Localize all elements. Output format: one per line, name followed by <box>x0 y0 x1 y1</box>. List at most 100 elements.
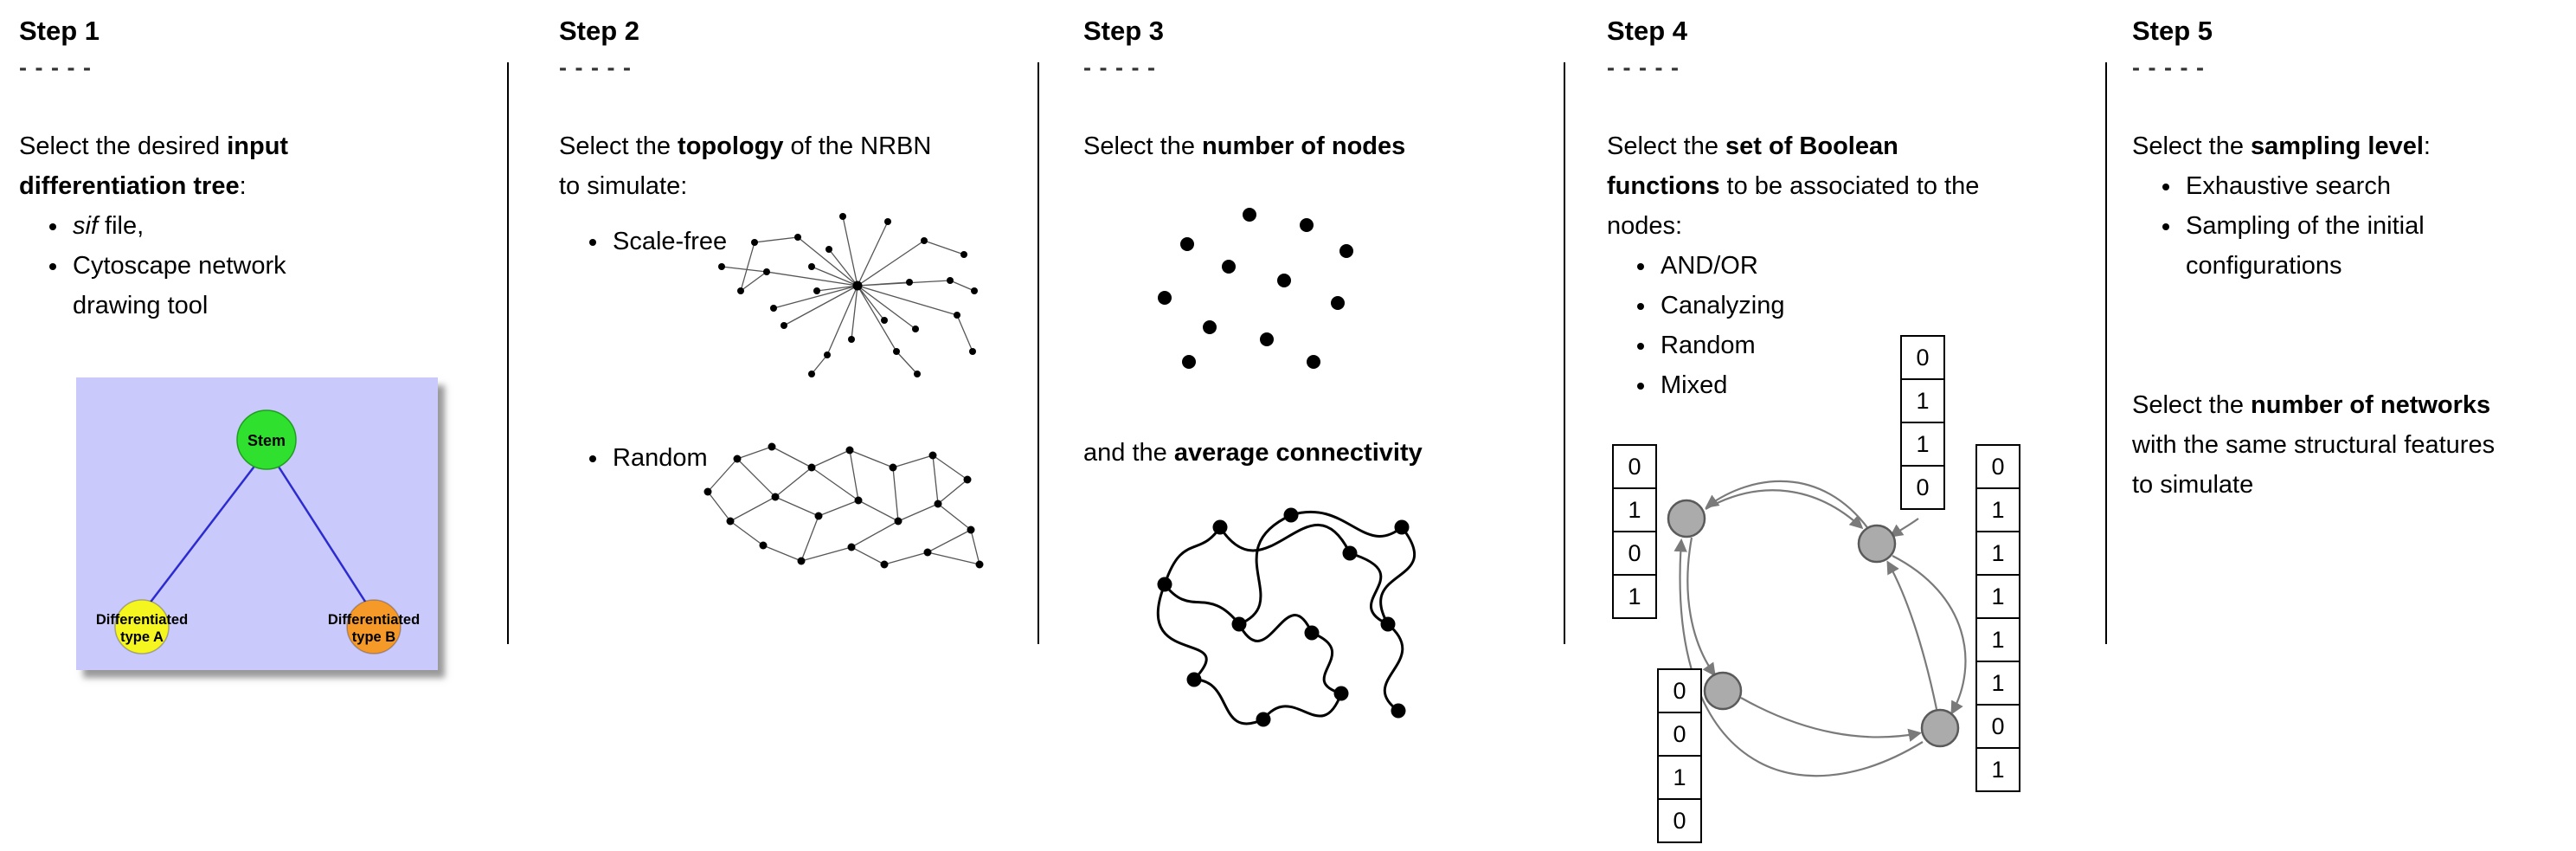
step4-instruction-pre: Select the <box>1607 132 1726 160</box>
step5-networks-post: with the same structural features to sim… <box>2132 431 2496 499</box>
step4-instruction: Select the set of Boolean functions to b… <box>1607 126 1995 246</box>
boolean-network-graphic: 0 1 1 0 0 1 0 1 0 0 1 0 0 1 1 1 <box>1605 335 2038 851</box>
step1-instruction-post: : <box>239 172 247 200</box>
step1-options-list: sif file, Cytoscape network drawing tool <box>19 206 376 326</box>
gene-node-4 <box>1920 708 1960 748</box>
step1-instruction-bold: input differentiation tree <box>19 132 289 200</box>
step4-dashes: - - - - - <box>1607 55 1680 81</box>
scattered-nodes <box>1158 208 1353 369</box>
step4-column: Step 4 - - - - - Select the set of Boole… <box>1607 16 2100 843</box>
step2-scale-free-bullet: Scale-free <box>559 222 727 261</box>
scattered-nodes-graphic <box>1158 208 1353 369</box>
scale-free-nodes <box>718 213 978 377</box>
step2-instruction-pre: Select the <box>559 132 678 160</box>
truth-table-cell: 1 <box>1900 422 1945 467</box>
step5-sampling-list: Exhaustive search Sampling of the initia… <box>2132 166 2515 286</box>
column-divider-2 <box>1037 62 1039 644</box>
truth-table-top: 0 1 1 0 <box>1900 335 1945 510</box>
differentiated-type-b-node <box>346 599 401 654</box>
boolean-network-svg <box>1667 480 1967 777</box>
step4-instruction-post: to be associated to the nodes: <box>1607 172 1980 240</box>
step5-instruction-bold: sampling level <box>2251 132 2424 160</box>
differentiation-tree-image: Stem Differentiated type A Differentiate… <box>76 377 438 670</box>
truth-table-cell: 1 <box>1975 574 2020 619</box>
step2-dashes: - - - - - <box>559 55 632 81</box>
step1-option-cytoscape: Cytoscape network drawing tool <box>69 246 376 326</box>
differentiated-type-a-node <box>114 599 170 654</box>
truth-table-cell: 0 <box>1900 465 1945 510</box>
step3-title: Step 3 <box>1083 16 1165 46</box>
scale-free-edges <box>721 216 975 375</box>
step2-option-random: Random <box>609 438 708 478</box>
step4-option-canalyzing: Canalyzing <box>1657 286 2100 326</box>
step3-column: Step 3 - - - - - Select the number of no… <box>1083 16 1558 727</box>
step5-option-exhaustive: Exhaustive search <box>2182 166 2515 206</box>
connected-network-nodes <box>1157 507 1410 727</box>
truth-table-right: 0 1 1 1 1 1 0 1 <box>1975 444 2020 792</box>
truth-table-cell: 1 <box>1612 487 1657 532</box>
step5-networks-pre: Select the <box>2132 391 2252 419</box>
type-a-label-line2: type A <box>120 629 164 645</box>
stem-node-label: Stem <box>247 432 286 449</box>
step2-random-bullet: Random <box>559 438 708 478</box>
column-divider-4 <box>2105 62 2107 644</box>
truth-table-left: 0 1 0 1 <box>1612 444 1657 619</box>
step4-title: Step 4 <box>1607 16 1688 46</box>
type-a-label-line1: Differentiated <box>96 612 188 628</box>
step5-networks-text: Select the number of networks with the s… <box>2132 385 2515 505</box>
step2-column: Step 2 - - - - - Select the topology of … <box>559 16 1031 569</box>
step3-instruction: Select the number of nodes <box>1083 126 1558 166</box>
truth-table-cell: 0 <box>1612 444 1657 489</box>
truth-table-cell: 0 <box>1657 712 1702 757</box>
step4-function-list: AND/OR Canalyzing Random Mixed <box>1607 246 2100 405</box>
step4-option-mixed: Mixed <box>1657 365 2100 405</box>
step3-instruction-bold: number of nodes <box>1202 132 1406 160</box>
truth-table-cell: 1 <box>1975 487 2020 532</box>
step5-instruction: Select the sampling level: <box>2132 126 2515 166</box>
truth-table-cell: 1 <box>1900 378 1945 423</box>
column-divider-1 <box>507 62 509 644</box>
connected-network-graphic <box>1156 507 1416 727</box>
truth-table-cell: 1 <box>1975 617 2020 662</box>
truth-table-cell: 0 <box>1900 335 1945 380</box>
step5-dashes: - - - - - <box>2132 55 2205 81</box>
step3-connectivity-bold: average connectivity <box>1173 439 1423 467</box>
gene-node-3 <box>1703 671 1743 711</box>
step1-option-sif-file: sif file, <box>69 206 376 246</box>
step2-option-scale-free: Scale-free <box>609 222 727 261</box>
step2-instruction-post: of the NRBN to simulate: <box>559 132 932 200</box>
truth-table-bottom-left: 0 0 1 0 <box>1657 668 1702 843</box>
step5-instruction-post: : <box>2423 132 2431 160</box>
truth-table-cell: 0 <box>1657 798 1702 843</box>
gene-node-1 <box>1667 499 1706 538</box>
truth-table-cell: 1 <box>1975 747 2020 792</box>
step5-option-sampling: Sampling of the initial configurations <box>2182 206 2515 286</box>
boolean-network-nodes <box>1667 499 1960 748</box>
step2-instruction: Select the topology of the NRBN to simul… <box>559 126 941 206</box>
truth-table-cell: 0 <box>1975 444 2020 489</box>
truth-table-cell: 0 <box>1975 704 2020 749</box>
truth-table-cell: 1 <box>1975 661 2020 706</box>
step3-connectivity-text: and the average connectivity <box>1083 433 1423 473</box>
step3-dashes: - - - - - <box>1083 55 1156 81</box>
random-network-graphic <box>703 442 984 569</box>
random-network-nodes <box>703 442 984 569</box>
step1-dashes: - - - - - <box>19 55 92 81</box>
step4-option-and-or: AND/OR <box>1657 246 2100 286</box>
step5-instruction-pre: Select the <box>2132 132 2252 160</box>
tree-edges <box>148 463 369 605</box>
gene-node-2 <box>1857 524 1897 564</box>
step4-instruction-bold: set of Boolean functions <box>1607 132 1898 200</box>
connected-network-edges <box>1156 510 1416 725</box>
step1-sif-rest: file, <box>98 212 145 240</box>
type-b-label-line1: Differentiated <box>328 612 420 628</box>
random-network-edges <box>707 446 980 565</box>
step5-column: Step 5 - - - - - Select the sampling lev… <box>2132 16 2569 505</box>
truth-table-cell: 1 <box>1657 755 1702 800</box>
stem-node <box>236 409 297 470</box>
scale-free-network-graphic <box>718 213 978 377</box>
step1-instruction-pre: Select the desired <box>19 132 228 160</box>
differentiation-tree-svg: Stem Differentiated type A Differentiate… <box>76 377 438 670</box>
step3-connectivity-pre: and the <box>1083 439 1174 467</box>
